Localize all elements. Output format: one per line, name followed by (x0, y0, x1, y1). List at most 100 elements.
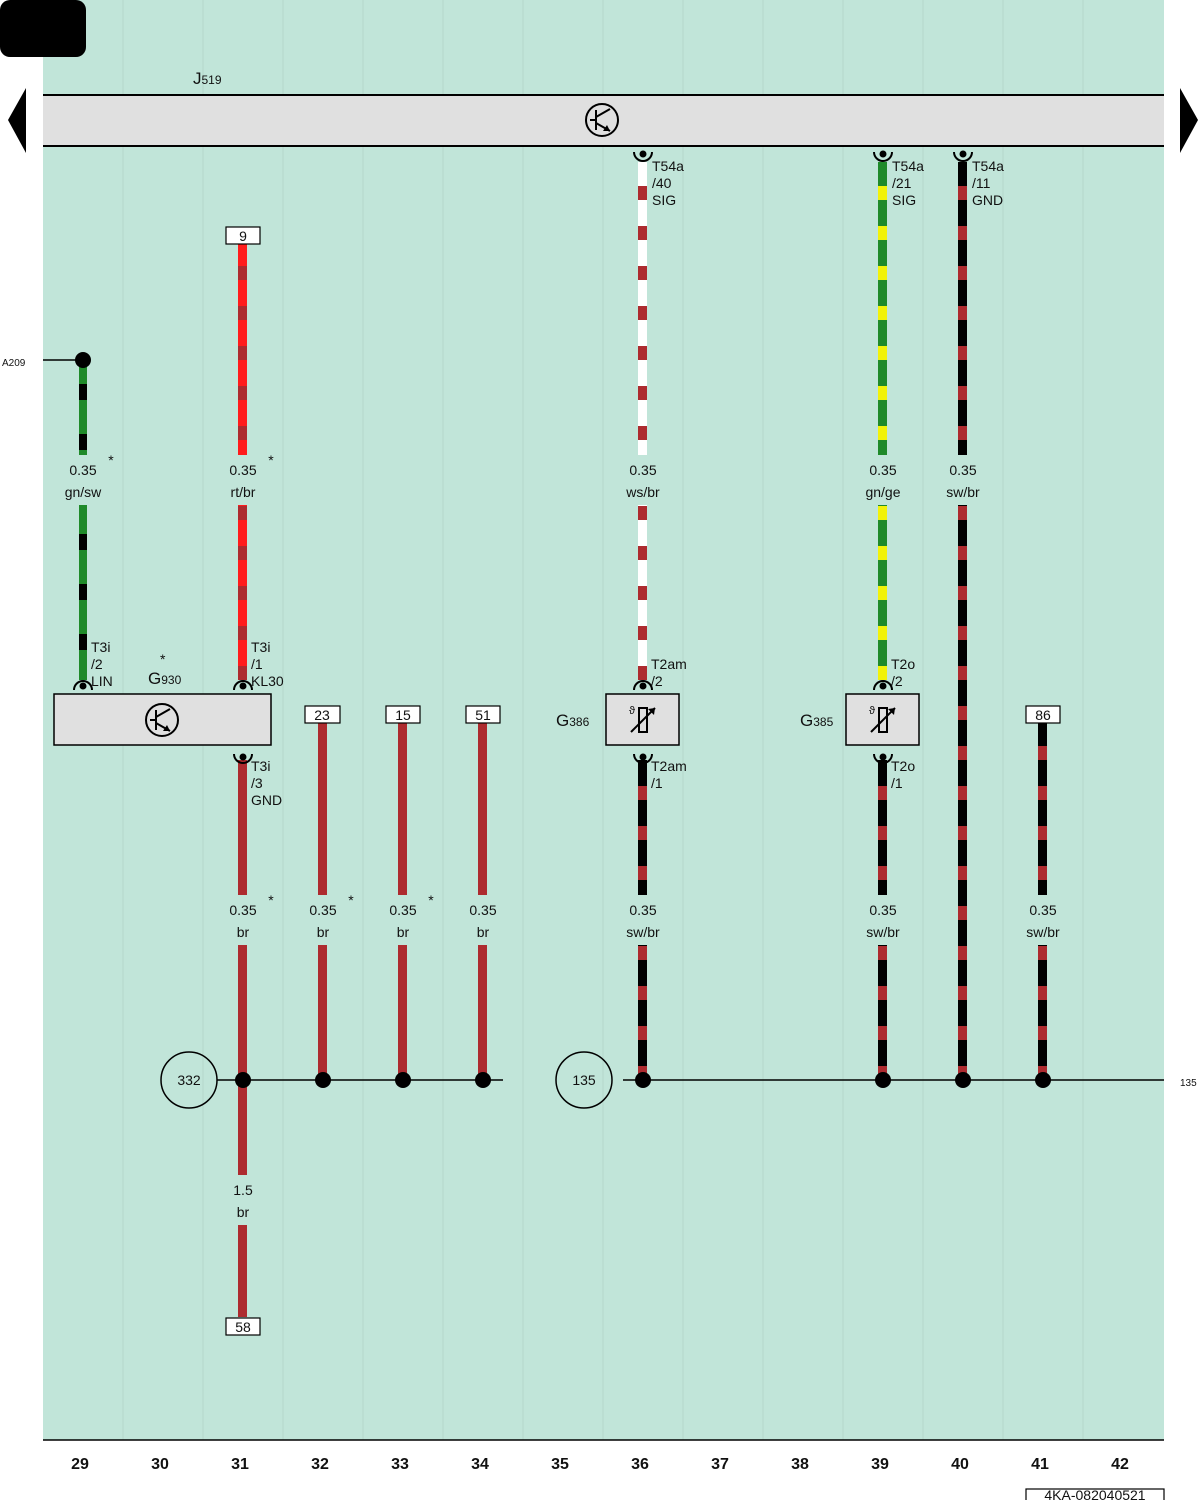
prev-page-arrow-icon[interactable] (8, 88, 26, 153)
svg-text:gn/ge: gn/ge (865, 484, 900, 500)
column-number: 34 (471, 1456, 489, 1473)
svg-text:*: * (428, 892, 434, 908)
pin-label-t54a-40: T54a /40 SIG (652, 158, 684, 208)
pin-label-t54a-11: T54a /11 GND (972, 158, 1004, 208)
connector-pin-icons (73, 150, 973, 764)
pin-label-t3i-3: T3i /3 GND (251, 758, 282, 808)
svg-text:T3i: T3i (91, 639, 110, 655)
svg-text:/21: /21 (892, 175, 912, 191)
temperature-sensor-icon: ϑ (629, 705, 656, 733)
next-page-arrow-icon[interactable] (1180, 88, 1198, 153)
sensor-g386-label: G386 (556, 711, 590, 730)
ref-box-15[interactable]: 15 (385, 705, 421, 724)
svg-text:sw/br: sw/br (1026, 924, 1060, 940)
svg-text:LIN: LIN (91, 673, 113, 689)
svg-text:/2: /2 (891, 673, 903, 689)
ground-point-135[interactable] (555, 1051, 613, 1109)
column-number: 30 (151, 1456, 169, 1473)
column-number: 33 (391, 1456, 409, 1473)
ref-box-9[interactable]: 9 (225, 226, 261, 245)
svg-text:T54a: T54a (972, 158, 1004, 174)
svg-text:T2o: T2o (891, 758, 915, 774)
pin-label-t54a-21: T54a /21 SIG (892, 158, 924, 208)
ground-point-332-label: 332 (177, 1072, 201, 1088)
wire-rt-br (238, 244, 247, 680)
ref-box-51[interactable]: 51 (465, 705, 501, 724)
wire-br-33 (398, 722, 407, 1080)
pin-label-t3i-1: T3i /1 KL30 (251, 639, 284, 689)
ground-point-332[interactable] (160, 1051, 218, 1109)
pin-label-t2o-2: T2o /2 (891, 656, 915, 689)
doc-code-box: 4KA-082040521 (1025, 1487, 1165, 1500)
column-number: 42 (1111, 1456, 1129, 1473)
svg-text:GND: GND (972, 192, 1003, 208)
control-unit-j519 (43, 94, 1164, 147)
svg-text:SIG: SIG (892, 192, 916, 208)
column-number: 31 (231, 1456, 249, 1473)
wire-br-31 (238, 760, 247, 1317)
sensor-g385[interactable]: ϑ (845, 693, 920, 746)
svg-text:br: br (477, 924, 490, 940)
svg-text:0.35: 0.35 (389, 902, 416, 918)
svg-text:0.35: 0.35 (1029, 902, 1056, 918)
column-number: 32 (311, 1456, 329, 1473)
svg-text:*: * (268, 892, 274, 908)
column-number: 40 (951, 1456, 969, 1473)
svg-text:T54a: T54a (892, 158, 924, 174)
wire-gn-sw (79, 360, 87, 680)
ref-box-86[interactable]: 86 (1025, 705, 1061, 724)
svg-text:KL30: KL30 (251, 673, 284, 689)
wire-label-rt-br: 0.35 rt/br * (229, 452, 274, 500)
transistor-icon (585, 103, 619, 137)
wire-sw-br-40 (958, 162, 967, 1080)
wire-label-br-33: 0.35 br * (389, 892, 434, 940)
wire-label-br-34: 0.35 br (469, 902, 496, 940)
pin-label-t2am-1: T2am /1 (651, 758, 687, 791)
wire-sw-br-41 (1038, 722, 1047, 1080)
svg-text:rt/br: rt/br (231, 484, 256, 500)
wire-sw-br-36 (638, 760, 647, 1080)
svg-text:51: 51 (475, 707, 491, 723)
module-g930-star: * (160, 651, 166, 667)
svg-text:23: 23 (314, 707, 330, 723)
svg-text:/11: /11 (972, 175, 991, 191)
wire-label-sw-br-36: 0.35 sw/br (626, 902, 660, 940)
left-ref-label: A209 (2, 358, 26, 369)
control-unit-label: J519 (193, 69, 222, 88)
ref-box-23[interactable]: 23 (304, 705, 341, 724)
svg-text:1.5: 1.5 (233, 1182, 253, 1198)
wire-label-gn-ge: 0.35 gn/ge (865, 462, 900, 500)
svg-text:/40: /40 (652, 175, 672, 191)
column-numbers: 29 30 31 32 33 34 35 36 37 38 39 40 41 4… (71, 1456, 1129, 1473)
svg-text:T3i: T3i (251, 758, 270, 774)
svg-text:ϑ: ϑ (629, 705, 635, 717)
module-g930[interactable] (53, 693, 272, 746)
svg-text:/2: /2 (91, 656, 103, 672)
pin-label-t2am-2: T2am /2 (651, 656, 687, 689)
svg-text:0.35: 0.35 (309, 902, 336, 918)
svg-text:*: * (348, 892, 354, 908)
column-number: 37 (711, 1456, 729, 1473)
wire-label-sw-br-41: 0.35 sw/br (1026, 902, 1060, 940)
right-ref-label: 135 (1180, 1078, 1197, 1089)
svg-text:9: 9 (239, 228, 247, 244)
column-number: 39 (871, 1456, 889, 1473)
ref-box-58[interactable]: 58 (225, 1317, 261, 1336)
svg-text:0.35: 0.35 (229, 902, 256, 918)
svg-text:/3: /3 (251, 775, 263, 791)
column-number: 35 (551, 1456, 569, 1473)
wire-ws-br (638, 162, 647, 680)
svg-text:sw/br: sw/br (866, 924, 900, 940)
svg-text:/1: /1 (891, 775, 903, 791)
svg-text:br: br (317, 924, 330, 940)
column-number: 38 (791, 1456, 809, 1473)
sensor-g386[interactable]: ϑ (605, 693, 680, 746)
svg-text:sw/br: sw/br (626, 924, 660, 940)
svg-text:0.35: 0.35 (229, 462, 256, 478)
temperature-sensor-icon: ϑ (869, 705, 896, 733)
wire-label-br-32: 0.35 br * (309, 892, 354, 940)
svg-text:T3i: T3i (251, 639, 270, 655)
wire-br-32 (318, 722, 327, 1080)
wire-br-34 (478, 722, 487, 1080)
svg-text:0.35: 0.35 (629, 902, 656, 918)
